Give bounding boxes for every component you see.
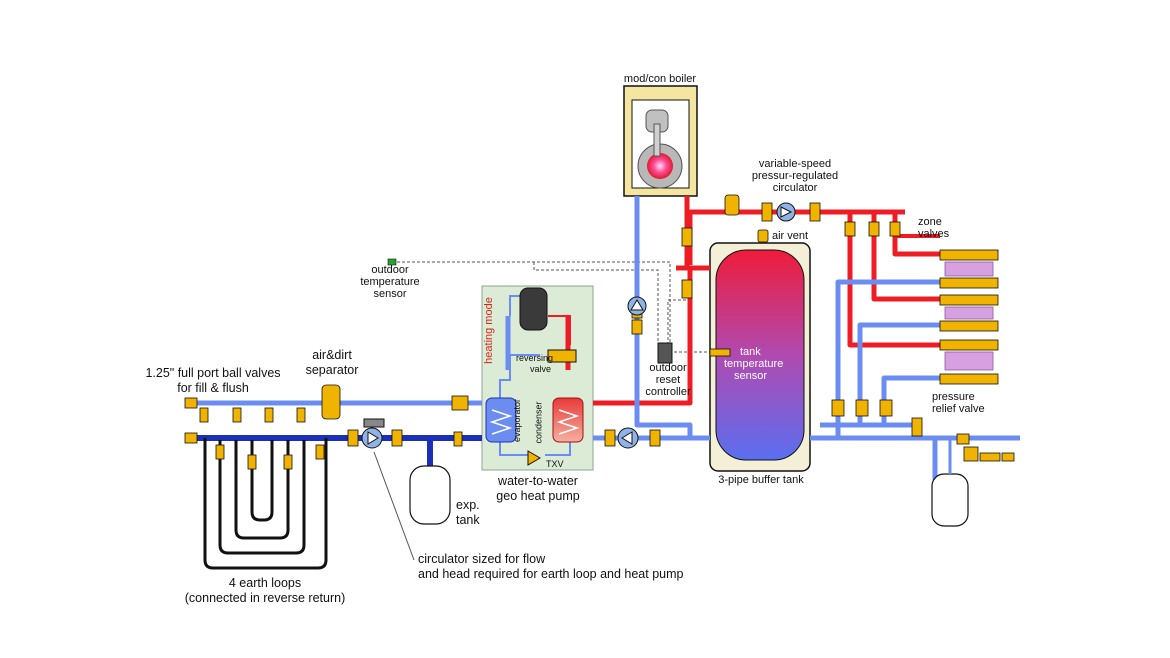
circulator-note-leader — [373, 451, 415, 561]
label-tank-sensor-1: tank — [740, 346, 761, 358]
label-vs-circulator-1: variable-speed — [758, 158, 832, 170]
label-tank-sensor-2: temperature — [724, 358, 784, 370]
hot-supply-piping — [565, 196, 940, 406]
expansion-tank-earth — [409, 465, 451, 525]
label-air-vent: air vent — [772, 230, 809, 242]
label-exp-tank-2: tank — [456, 513, 480, 527]
label-tank-sensor-3: sensor — [734, 370, 768, 382]
label-zone-valves-1: zone — [918, 216, 942, 228]
label-reset-controller-3: controller — [645, 386, 691, 398]
condenser — [552, 397, 584, 443]
circulators — [361, 202, 796, 449]
label-condenser: condenser — [533, 401, 544, 444]
label-vs-circulator-3: circulator — [772, 182, 818, 194]
evaporator — [485, 397, 517, 443]
refrigerant-circuit — [499, 295, 571, 456]
label-evaporator: evaporator — [512, 398, 523, 443]
label-air-dirt-1: air&dirt — [312, 348, 352, 362]
label-circulator-note-2: and head required for earth loop and hea… — [418, 567, 684, 581]
label-pressure-relief-2: relief valve — [932, 403, 985, 415]
label-heat-pump-1: water-to-water — [498, 474, 578, 488]
label-boiler: mod/con boiler — [623, 73, 697, 85]
reversing-valve — [547, 349, 577, 363]
label-outdoor-sensor-2: temperature — [360, 276, 420, 288]
label-buffer-tank: 3-pipe buffer tank — [718, 474, 804, 486]
label-heating-mode: heating mode — [482, 297, 495, 364]
label-exp-tank-1: exp. — [456, 498, 480, 512]
earth-header-piping — [190, 435, 482, 470]
reset-controller — [657, 342, 673, 364]
brass-fittings — [184, 194, 1015, 470]
label-earth-loops-2: (connected in reverse return) — [184, 591, 346, 605]
label-ball-valves-2: for fill & flush — [177, 381, 249, 395]
label-outdoor-sensor-3: sensor — [373, 288, 407, 300]
label-air-dirt-2: separator — [305, 363, 359, 377]
radiant-manifolds — [939, 249, 999, 385]
expansion-tank-buffer — [931, 473, 969, 527]
label-circulator-note-1: circulator sized for flow — [418, 552, 546, 566]
label-reset-controller-2: reset — [655, 374, 681, 386]
label-vs-circulator-2: pressur-regulated — [751, 170, 839, 182]
label-pressure-relief-1: pressure — [932, 391, 975, 403]
label-txv: TXV — [546, 459, 564, 469]
outdoor-sensor — [387, 258, 397, 266]
earth-loops — [203, 438, 328, 570]
label-reversing-valve-1: reversing — [516, 353, 554, 363]
label-earth-loops-1: 4 earth loops — [228, 576, 302, 590]
label-heat-pump-2: geo heat pump — [496, 489, 580, 503]
compressor — [519, 287, 548, 331]
label-reversing-valve-2: valve — [530, 364, 552, 374]
label-outdoor-sensor-1: outdoor — [371, 264, 409, 276]
label-reset-controller-1: outdoor — [649, 362, 687, 374]
boiler — [623, 85, 698, 197]
txv-valve — [527, 450, 541, 466]
label-ball-valves-1: 1.25" full port ball valves — [145, 366, 281, 380]
label-zone-valves-2: valves — [918, 228, 950, 240]
